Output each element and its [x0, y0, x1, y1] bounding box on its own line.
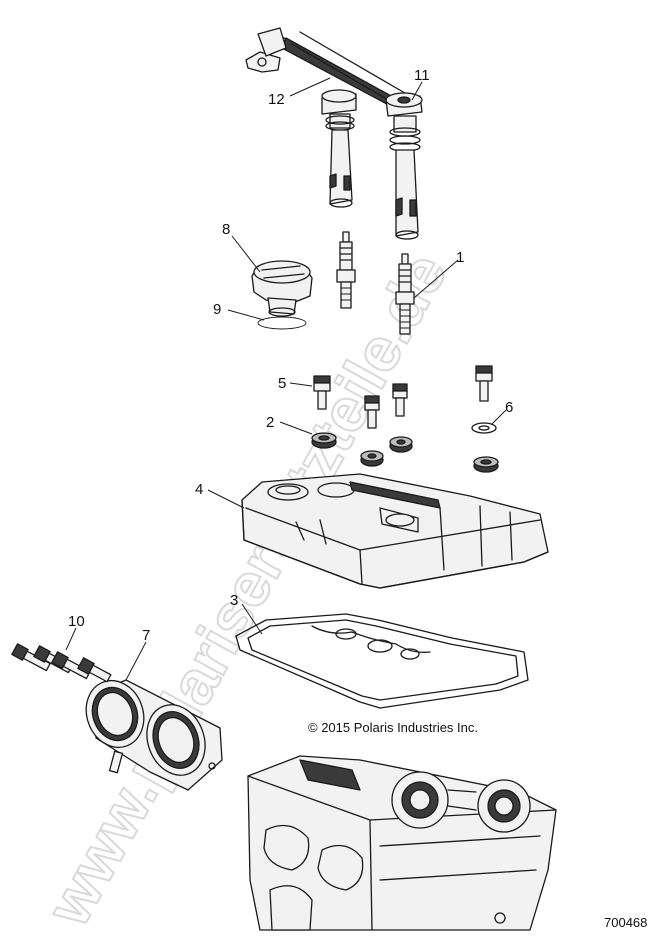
callout-3: 3	[230, 592, 238, 609]
o-ring	[257, 316, 307, 330]
callout-2: 2	[266, 414, 274, 431]
callout-5: 5	[278, 375, 286, 392]
intake-boot	[85, 679, 223, 791]
callout-1: 1	[456, 249, 464, 266]
leader-lines	[65, 77, 507, 681]
callout-12: 12	[268, 91, 285, 108]
cover-bolts	[313, 365, 493, 429]
valve-cover	[241, 473, 549, 589]
cylinder-head	[247, 755, 557, 931]
valve-cover-gasket	[235, 613, 529, 709]
callout-9: 9	[213, 301, 221, 318]
figure-number: 700468	[604, 915, 647, 930]
callout-10: 10	[68, 613, 85, 630]
callout-8: 8	[222, 221, 230, 238]
callout-6: 6	[505, 399, 513, 416]
grommets	[311, 432, 499, 473]
washer	[471, 422, 497, 434]
copyright-notice: © 2015 Polaris Industries Inc.	[308, 720, 478, 735]
ignition-coil-assembly	[245, 27, 423, 240]
callout-4: 4	[195, 481, 203, 498]
callout-11: 11	[414, 67, 430, 84]
intake-screws	[11, 643, 112, 683]
oil-fill-cap	[251, 260, 313, 317]
callout-7: 7	[142, 627, 150, 644]
spark-plug-pair	[336, 231, 415, 335]
